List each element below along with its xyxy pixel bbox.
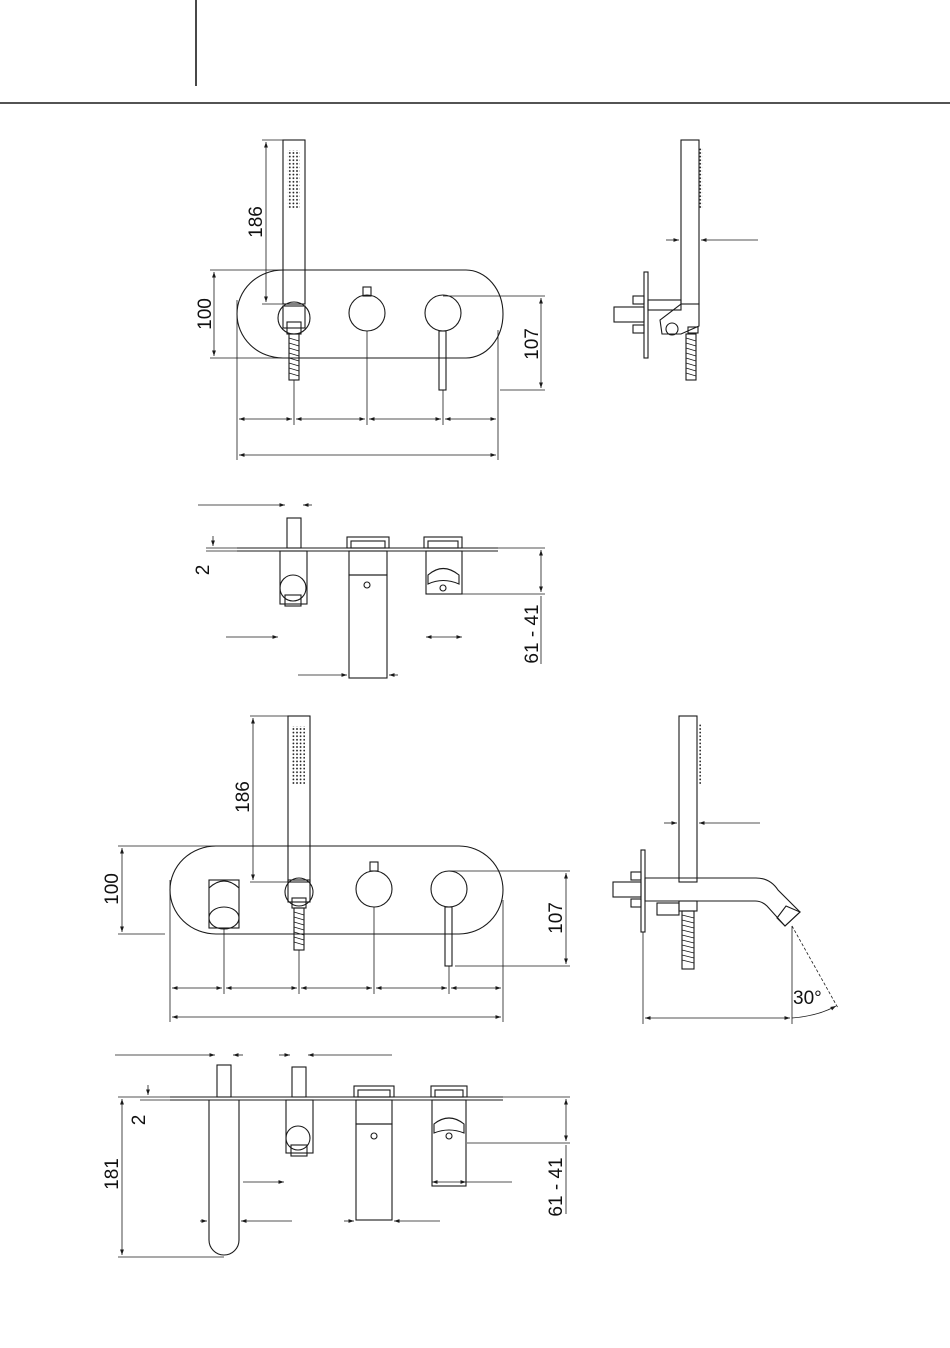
view4-dim-61-41: 61 - 41 [546,1157,567,1216]
view4-dim-2: 2 [129,1115,150,1126]
view2-top-view [198,505,545,678]
view1-front-elevation [210,140,545,460]
view1-dim-186: 186 [246,206,267,238]
view2-dim-61-41: 61 - 41 [522,604,543,663]
view3-side-elevation [613,716,838,1024]
view1-side-elevation [614,140,758,380]
view1-dim-100: 100 [195,298,216,330]
view1-dim-107: 107 [522,328,543,360]
view2-dim-2: 2 [193,565,214,576]
view3-dim-30deg: 30° [793,988,822,1009]
view3-dim-100: 100 [102,873,123,905]
view3-front-elevation [118,716,570,1022]
view4-dim-181: 181 [102,1158,123,1190]
title-frame [0,0,950,103]
view3-dim-107: 107 [546,902,567,934]
view3-dim-186: 186 [233,781,254,813]
view4-top-view [115,1055,570,1257]
